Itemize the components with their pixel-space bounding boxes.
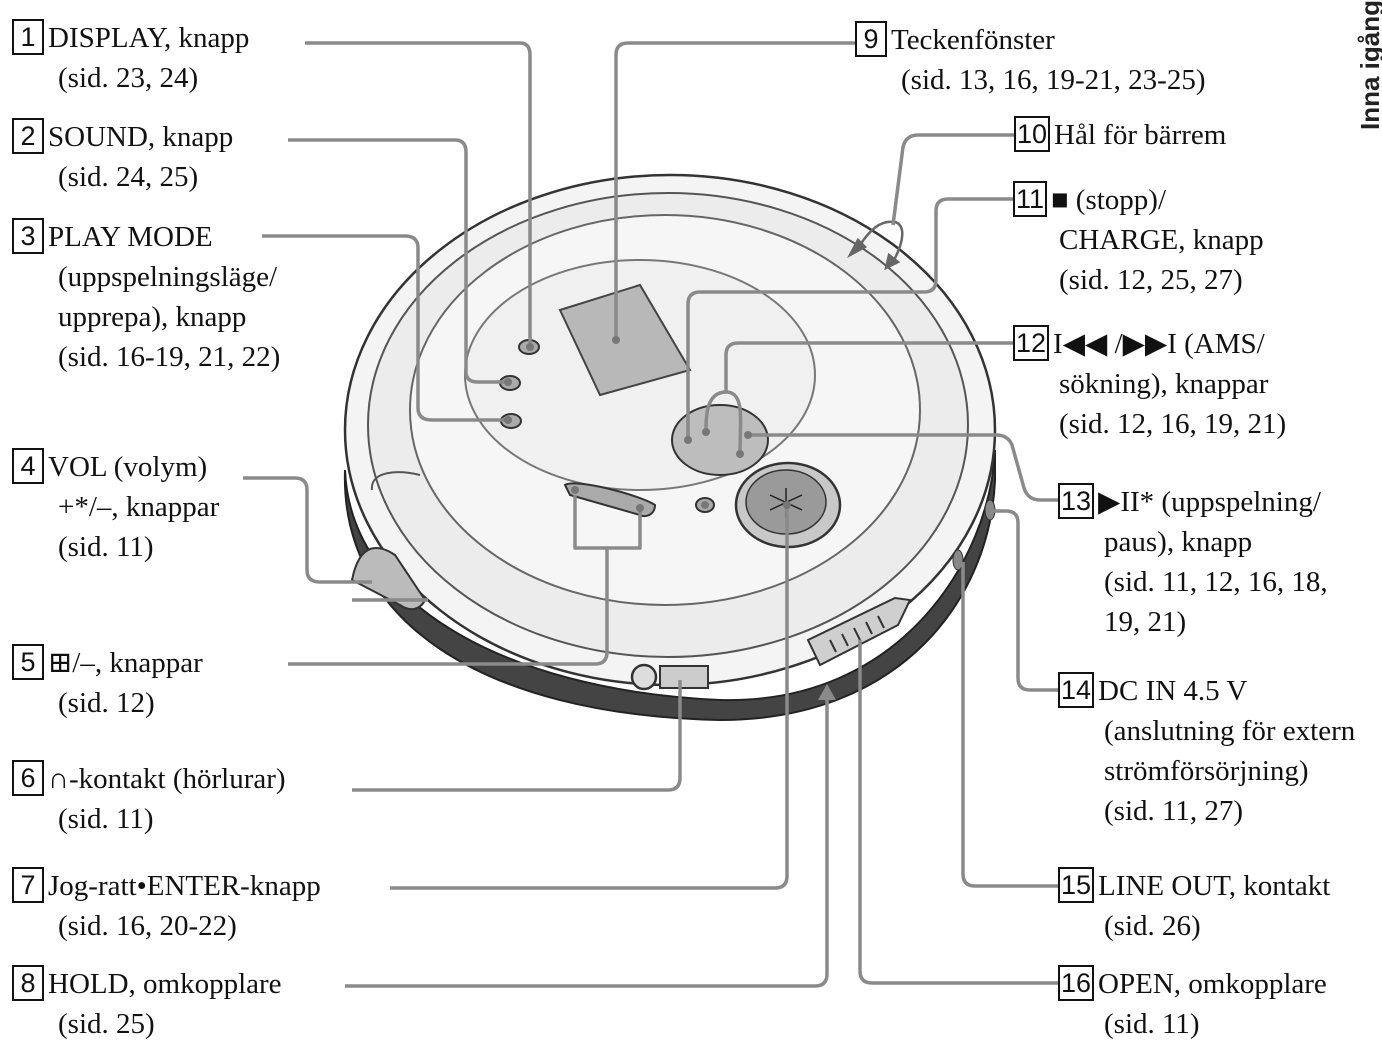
- display-window: [558, 283, 692, 397]
- leader-lines: [243, 41, 1058, 988]
- label-11-stop: 11■ (stopp)/ CHARGE, knapp (sid. 12, 25,…: [1013, 180, 1264, 300]
- side-tab: Inna igång: [1355, 0, 1382, 130]
- volume-panel: [350, 471, 427, 611]
- group-button: [563, 482, 657, 518]
- label-13-play-pause: 13▶II* (uppspelning/ paus), knapp (sid. …: [1058, 482, 1328, 642]
- label-6-headphones: 6∩-kontakt (hörlurar) (sid. 11): [12, 759, 286, 839]
- front-controls: [630, 499, 996, 691]
- ams-control: [671, 404, 769, 476]
- label-5-group: 5⊞/–, knappar (sid. 12): [12, 643, 203, 723]
- cd-player-body: [343, 173, 997, 722]
- leader-endpoints: [504, 336, 791, 512]
